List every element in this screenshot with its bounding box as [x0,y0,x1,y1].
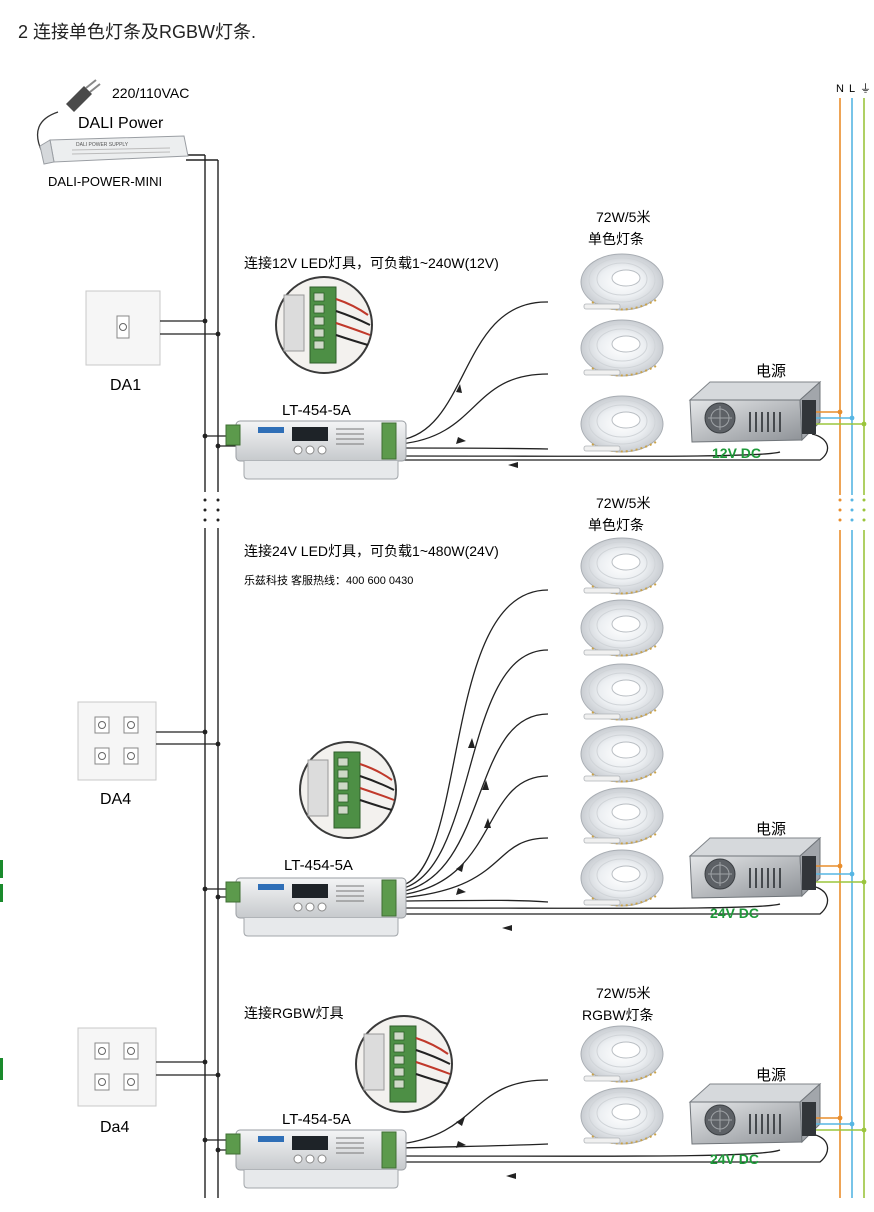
strip-title-1: 72W/5米 [596,985,650,1001]
power-supply-unit [689,1083,821,1145]
controller-model: LT-454-5A [282,1111,351,1128]
controller-device [225,1129,407,1189]
power-device-print: DALI POWER SUPPLY [76,142,129,148]
controller-device [225,877,407,937]
led-strip-reel [580,253,664,311]
led-strip-reel [580,725,664,783]
strip-title-1: 72W/5米 [596,209,650,225]
section-note: 连接RGBW灯具 [244,1005,344,1021]
panel-label: DA1 [110,377,141,394]
dc-label: 24V DC [710,905,759,921]
mains-gap-dots [838,498,866,522]
led-strip-reel [580,849,664,907]
mains-label-l: L [849,83,855,95]
dc-label: 24V DC [710,1151,759,1167]
psu-title: 电源 [756,1067,786,1084]
terminal-zoom [299,741,397,839]
arrow-icon [456,738,512,931]
strip-title-2: 单色灯条 [588,517,644,533]
page-heading: 2 连接单色灯条及RGBW灯条. [18,22,256,42]
strip-title-1: 72W/5米 [596,495,650,511]
section-1: DA1 连接12V LED灯具，可负载1~240W(12V) 72W/5米 单色… [85,209,867,480]
psu-title: 电源 [756,363,786,380]
power-supply-unit [689,837,821,899]
strip-title-2: RGBW灯条 [582,1007,654,1023]
controller-model: LT-454-5A [284,857,353,874]
strip-title-2: 单色灯条 [588,231,644,247]
dali-power-supply: 220/110VAC DALI Power DALI POWER SUPPLY … [37,79,189,189]
controller-model: LT-454-5A [282,402,351,419]
controller-device [225,420,407,480]
plug-icon [66,79,101,112]
led-strip-reel [580,663,664,721]
margin-marker [0,860,3,878]
ground-icon: ⏚ [860,82,871,95]
power-supply-unit [689,381,821,443]
dc-label: 12V DC [712,445,761,461]
section-3: Da4 连接RGBW灯具 72W/5米 RGBW灯条 LT-454-5A 电源 … [77,985,867,1189]
dali-gap-dots [203,498,220,522]
dali-bus [186,154,219,1198]
led-strip-reel [580,395,664,453]
panel-label: DA4 [100,791,131,808]
section-2: DA4 连接24V LED灯具，可负载1~480W(24V) 乐兹科技 客服热线… [77,495,867,937]
mains-bus [839,98,865,1198]
section-note: 连接24V LED灯具，可负载1~480W(24V) [244,543,499,559]
power-model: DALI-POWER-MINI [48,174,162,189]
arrow-icon [456,1117,516,1179]
power-voltage-label: 220/110VAC [112,85,189,101]
led-strip-reel [580,599,664,657]
panel-label: Da4 [100,1119,129,1136]
service-hotline: 乐兹科技 客服热线：400 600 0430 [244,573,413,587]
margin-marker [0,1058,3,1080]
panel-da4[interactable] [77,701,157,781]
panel-da1[interactable] [85,290,161,366]
mains-label-n: N [836,83,844,95]
arrow-icon [456,384,518,468]
terminal-zoom [275,276,373,374]
led-strip-reel [580,319,664,377]
led-strip-reel [580,1025,664,1083]
power-title: DALI Power [78,115,164,132]
terminal-zoom [355,1015,453,1113]
led-strip-reel [580,537,664,595]
psu-title: 电源 [756,821,786,838]
panel-da4-rgbw[interactable] [77,1027,157,1107]
margin-marker [0,884,3,902]
led-strip-reel [580,1087,664,1145]
led-strip-reel [580,787,664,845]
section-note: 连接12V LED灯具，可负载1~240W(12V) [244,255,499,271]
